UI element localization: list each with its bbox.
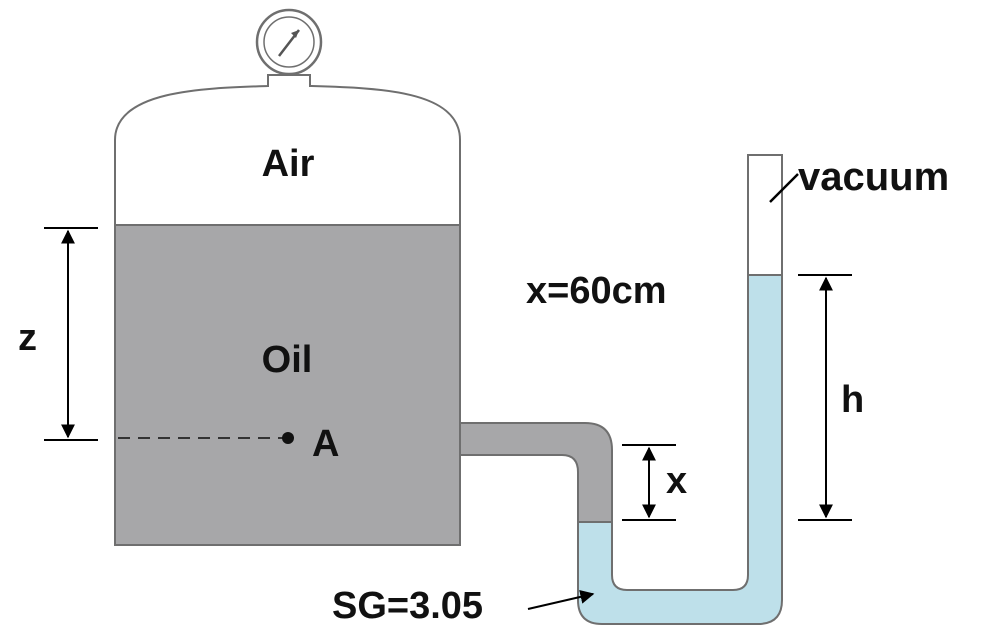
point-marker-icon	[282, 432, 294, 444]
sg-leader-arrow	[527, 590, 595, 610]
pressure-gauge-icon	[255, 8, 323, 76]
x-dimension	[622, 444, 676, 521]
z-dimension	[44, 227, 98, 441]
vacuum-section	[747, 154, 783, 276]
x-dimension-label: x	[666, 460, 687, 502]
connecting-pipe	[459, 422, 613, 523]
air-dome	[114, 74, 461, 226]
h-dimension	[798, 274, 852, 521]
air-label: Air	[262, 143, 315, 185]
h-label: h	[841, 379, 864, 421]
vacuum-leader	[769, 173, 799, 203]
point-a-label: A	[312, 423, 339, 465]
x-value-label: x=60cm	[526, 270, 667, 312]
z-label: z	[18, 317, 37, 359]
oil-label: Oil	[262, 339, 313, 381]
sg-label: SG=3.05	[332, 585, 483, 626]
oil-region	[114, 224, 461, 546]
vacuum-label: vacuum	[798, 155, 949, 199]
